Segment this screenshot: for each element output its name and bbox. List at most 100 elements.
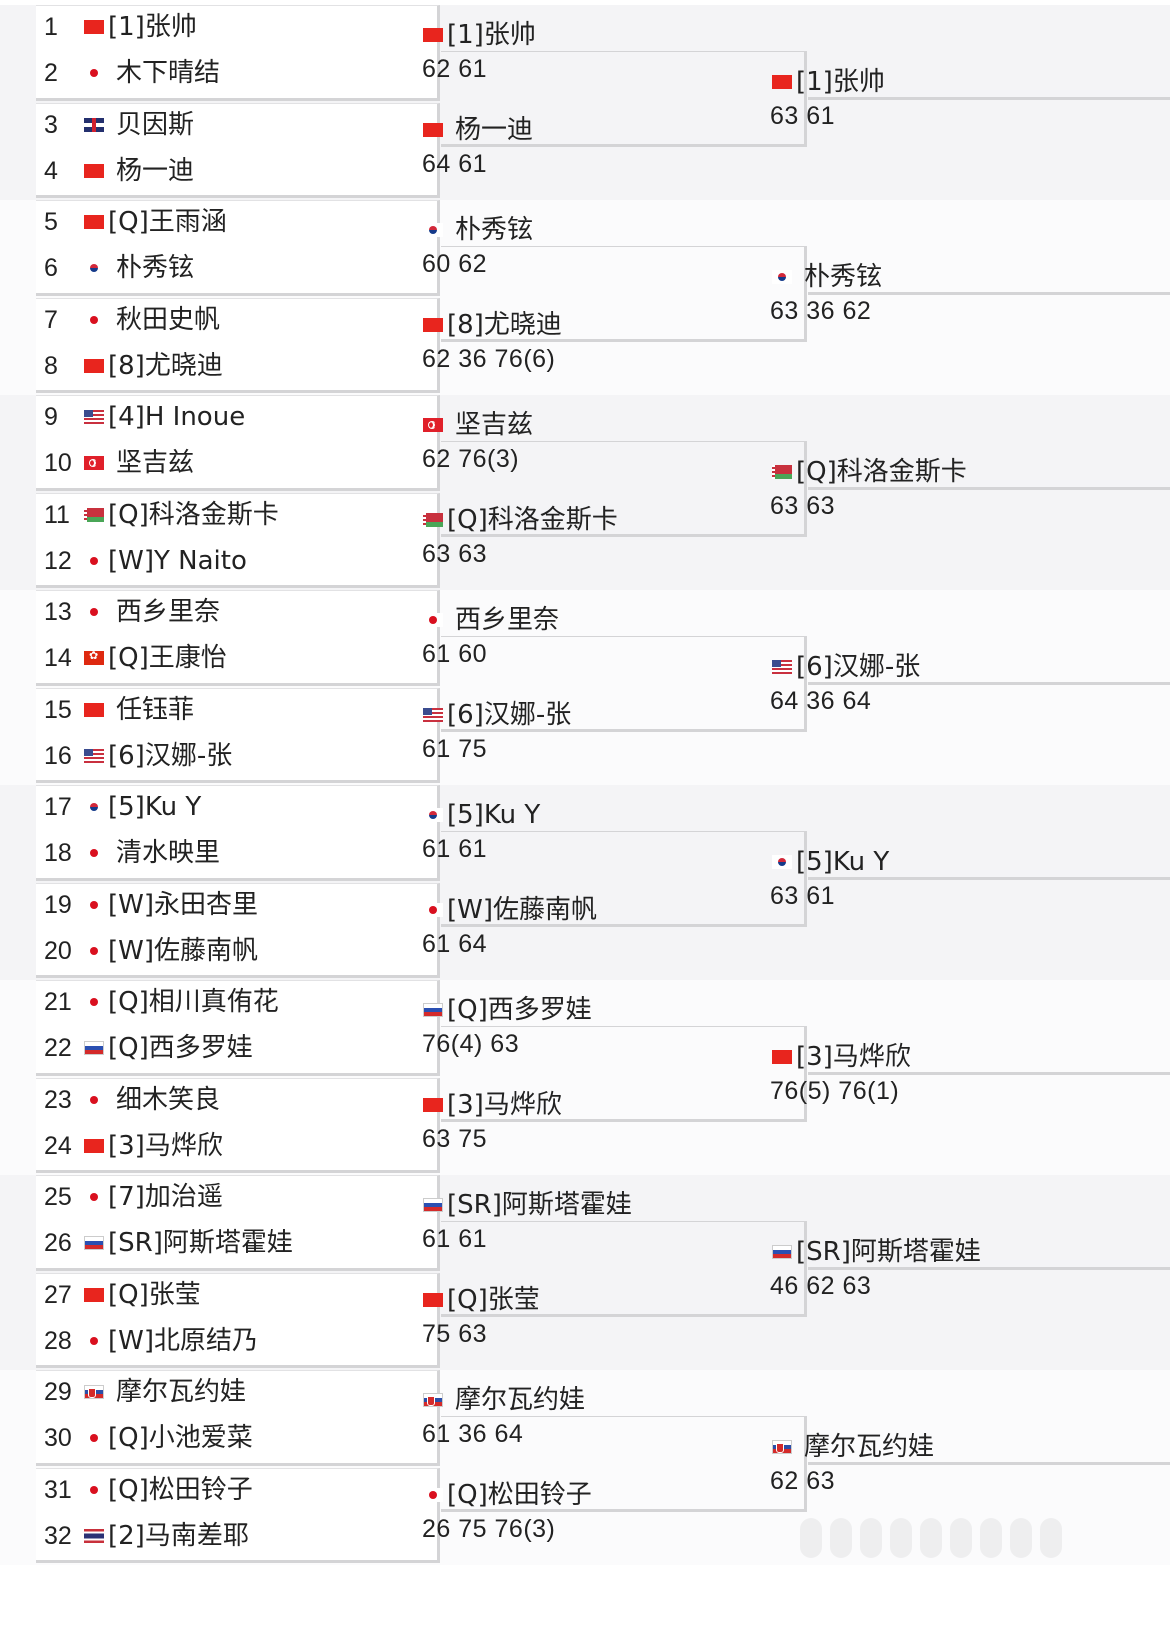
player-name: 王康怡	[148, 643, 227, 673]
match-score: 64 61	[422, 150, 488, 178]
sk-flag-icon	[423, 1393, 443, 1407]
player-entry[interactable]: 11[Q]科洛金斯卡	[44, 495, 279, 535]
round3-player-entry[interactable]: 摩尔瓦约娃	[772, 1427, 934, 1467]
round3-player-entry[interactable]: [3]马烨欣	[772, 1037, 911, 1077]
player-entry[interactable]: 32[2]马南差耶	[44, 1516, 249, 1556]
player-entry[interactable]: 22[Q]西多罗娃	[44, 1028, 253, 1068]
round2-player-entry[interactable]: [Q]张莹	[423, 1280, 540, 1320]
player-entry[interactable]: 14[Q]王康怡	[44, 638, 227, 678]
player-entry[interactable]: 17[5]Ku Y	[44, 787, 201, 827]
player-entry[interactable]: 9[4]H Inoue	[44, 397, 245, 437]
player-entry[interactable]: 12[W]Y Naito	[44, 541, 247, 581]
seed-label: [6]	[108, 740, 145, 771]
round2-player-entry[interactable]: [6]汉娜-张	[423, 695, 571, 735]
player-entry[interactable]: 25[7]加治遥	[44, 1177, 223, 1217]
seed-label: [Q]	[108, 499, 149, 530]
round3-player-entry[interactable]: [Q]科洛金斯卡	[772, 452, 967, 492]
player-name: 摩尔瓦约娃	[804, 1432, 935, 1462]
round2-player-entry[interactable]: [5]Ku Y	[423, 795, 540, 835]
round3-player-entry[interactable]: [6]汉娜-张	[772, 647, 920, 687]
cn-flag-icon	[84, 20, 104, 34]
round3-player-entry[interactable]: 朴秀铉	[772, 257, 882, 297]
round2-player-entry[interactable]: [W]佐藤南帆	[423, 890, 597, 930]
seed-label: [W]	[447, 895, 493, 925]
draw-number: 22	[44, 1034, 72, 1062]
seed-label: [5]	[796, 847, 833, 877]
jp-flag-icon	[84, 995, 104, 1009]
cn-flag-icon	[84, 702, 104, 717]
player-entry[interactable]: 26[SR]阿斯塔霍娃	[44, 1223, 293, 1263]
seed-label: [1]	[447, 20, 484, 50]
kr-flag-icon	[84, 800, 104, 814]
round2-player-entry[interactable]: 西乡里奈	[423, 600, 559, 640]
round3-player-entry[interactable]: [1]张帅	[772, 62, 885, 102]
round2-player-entry[interactable]: [8]尤晓迪	[423, 305, 562, 345]
jp-flag-icon	[84, 846, 104, 860]
round2-match-box	[441, 246, 807, 342]
round2-player-entry[interactable]: [3]马烨欣	[423, 1085, 562, 1125]
round2-match-box	[441, 441, 807, 537]
cn-flag-icon	[423, 1098, 443, 1112]
jp-flag-icon	[423, 1488, 443, 1502]
cn-flag-icon	[772, 75, 792, 89]
round2-player-entry[interactable]: 杨一迪	[423, 110, 533, 150]
seed-label: [SR]	[447, 1190, 502, 1220]
player-name: 杨一迪	[455, 115, 534, 145]
match-score: 60 62	[422, 250, 488, 278]
player-entry[interactable]: 27[Q]张莹	[44, 1275, 201, 1315]
player-entry[interactable]: 24[3]马烨欣	[44, 1126, 223, 1166]
draw-number: 15	[44, 695, 72, 724]
round2-player-entry[interactable]: [Q]西多罗娃	[423, 990, 592, 1030]
player-entry[interactable]: 20[W]佐藤南帆	[44, 931, 258, 971]
player-entry[interactable]: 8[8]尤晓迪	[44, 346, 223, 386]
round2-player-entry[interactable]: 朴秀铉	[423, 210, 533, 250]
tr-flag-icon	[423, 418, 443, 432]
player-entry[interactable]: 19[W]永田杏里	[44, 885, 258, 925]
round3-divider	[808, 1267, 1170, 1270]
player-name: 朴秀铉	[116, 253, 195, 283]
round3-divider	[808, 1072, 1170, 1075]
player-entry[interactable]: 31[Q]松田铃子	[44, 1470, 253, 1510]
round2-player-entry[interactable]: [1]张帅	[423, 15, 536, 55]
seed-label: [6]	[796, 652, 833, 682]
player-name: 汉娜-张	[483, 700, 572, 730]
match-score: 61 75	[422, 735, 488, 763]
player-entry[interactable]: 30[Q]小池爱菜	[44, 1418, 253, 1458]
round3-player-entry[interactable]: [5]Ku Y	[772, 842, 889, 882]
player-name: 永田杏里	[154, 889, 259, 920]
player-entry[interactable]: 21[Q]相川真侑花	[44, 982, 279, 1022]
player-entry[interactable]: 16[6]汉娜-张	[44, 736, 232, 776]
round2-player-entry[interactable]: [Q]科洛金斯卡	[423, 500, 618, 540]
round2-player-entry[interactable]: [Q]松田铃子	[423, 1475, 592, 1515]
player-entry[interactable]: 5[Q]王雨涵	[44, 202, 227, 242]
player-name: 张帅	[144, 12, 197, 42]
draw-number: 32	[44, 1521, 72, 1550]
player-name: 汉娜-张	[144, 740, 233, 771]
player-entry[interactable]: 1[1]张帅	[44, 7, 197, 47]
by-flag-icon	[423, 513, 443, 527]
round2-player-entry[interactable]: 摩尔瓦约娃	[423, 1380, 585, 1420]
match-score: 62 76(3)	[422, 445, 520, 473]
seed-label: [W]	[108, 889, 154, 920]
player-name: 朴秀铉	[804, 262, 883, 292]
match-score: 62 61	[422, 55, 488, 83]
round3-divider	[808, 682, 1170, 685]
round2-match-box	[441, 636, 807, 732]
round2-player-entry[interactable]: [SR]阿斯塔霍娃	[423, 1185, 632, 1225]
draw-number: 10	[44, 449, 72, 477]
player-entry[interactable]: 28[W]北原结乃	[44, 1321, 258, 1361]
round2-player-entry[interactable]: 坚吉兹	[423, 405, 533, 445]
player-name: 汉娜-张	[832, 652, 921, 682]
round3-player-entry[interactable]: [SR]阿斯塔霍娃	[772, 1232, 981, 1272]
